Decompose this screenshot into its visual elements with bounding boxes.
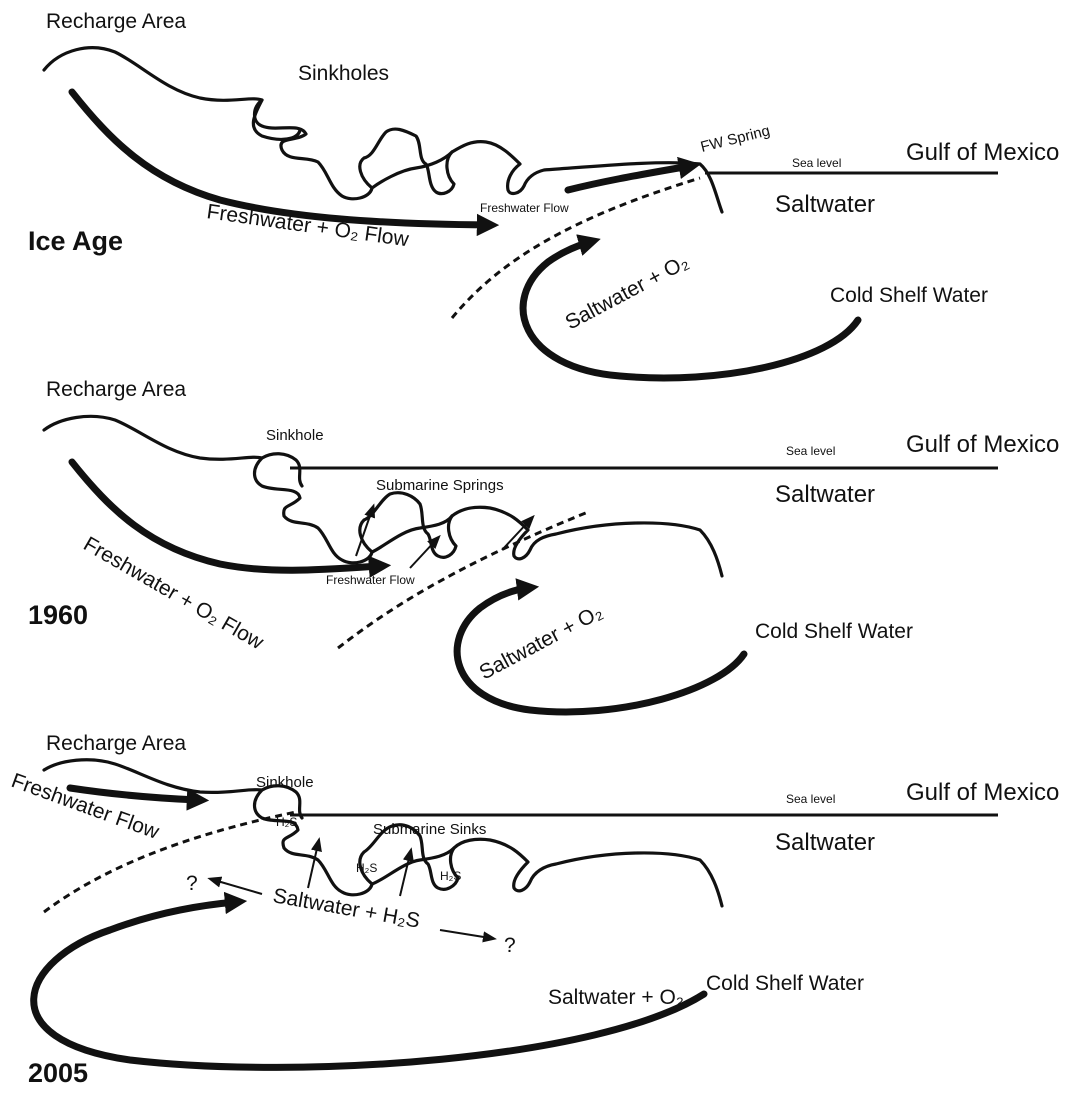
sinkholes-label: Sinkholes — [298, 62, 389, 85]
cold-shelf-water-label: Cold Shelf Water — [755, 620, 913, 643]
submarine-springs-label: Submarine Springs — [376, 477, 504, 494]
panel-1960: Recharge Area Sinkhole Submarine Springs… — [28, 378, 1059, 712]
sea-level-label: Sea level — [786, 792, 835, 806]
recharge-area-label: Recharge Area — [46, 10, 186, 33]
era-label-ice-age: Ice Age — [28, 226, 123, 256]
saltwater-o2-label: Saltwater + O₂ — [476, 600, 607, 684]
sinkhole-1960 — [262, 454, 302, 486]
panel-ice-age: Recharge Area Sinkholes FW Spring Sea le… — [28, 10, 1059, 378]
gulf-of-mexico-label: Gulf of Mexico — [906, 779, 1059, 806]
sinkhole-ice-age — [253, 100, 300, 139]
h2s-label: H₂S — [440, 869, 461, 883]
recharge-area-label: Recharge Area — [46, 378, 186, 401]
h2s-upwelling-arrow — [400, 854, 410, 896]
freshwater-o2-flow-label: Freshwater + O₂ Flow — [205, 200, 411, 251]
gulf-of-mexico-label: Gulf of Mexico — [906, 431, 1059, 458]
sinkhole-1960 — [372, 516, 452, 552]
panel-2005: Recharge Area Sinkhole Submarine Sinks S… — [8, 732, 1059, 1088]
era-label-1960: 1960 — [28, 600, 88, 630]
saltwater-h2s-label: Saltwater + H₂S — [271, 884, 422, 932]
sea-level-label: Sea level — [786, 444, 835, 458]
freshwater-saltwater-interface — [44, 812, 296, 912]
sinkhole-label: Sinkhole — [266, 427, 324, 444]
sinkhole-label: Sinkhole — [256, 774, 314, 791]
recharge-area-label: Recharge Area — [46, 732, 186, 755]
freshwater-flow-label: Freshwater Flow — [8, 769, 162, 844]
unknown-right-label: ? — [504, 934, 516, 957]
cold-shelf-water-label: Cold Shelf Water — [830, 284, 988, 307]
spring-outflow-arrow — [410, 540, 436, 568]
gulf-of-mexico-label: Gulf of Mexico — [906, 139, 1059, 166]
saltwater-circulation-arrow — [34, 902, 704, 1067]
saltwater-o2-label: Saltwater + O₂ — [562, 250, 693, 334]
saltwater-label: Saltwater — [775, 829, 875, 856]
coastline-1960 — [44, 416, 722, 576]
unknown-left-label: ? — [186, 872, 198, 895]
freshwater-flow-label: Freshwater Flow — [480, 201, 569, 215]
saltwater-label: Saltwater — [775, 481, 875, 508]
sinkhole-ice-age — [372, 152, 452, 188]
freshwater-flow-arrow — [568, 166, 690, 190]
submarine-sinks-label: Submarine Sinks — [373, 821, 486, 838]
fw-spring-label: FW Spring — [699, 122, 772, 156]
h2s-label: H₂S — [276, 815, 297, 829]
saltwater-h2s-right-arrow — [440, 930, 490, 938]
saltwater-label: Saltwater — [775, 191, 875, 218]
cold-shelf-water-label: Cold Shelf Water — [706, 972, 864, 995]
freshwater-o2-flow-arrow — [72, 92, 488, 225]
saltwater-h2s-left-arrow — [214, 880, 262, 894]
era-label-2005: 2005 — [28, 1058, 88, 1088]
saltwater-o2-label: Saltwater + O₂ — [548, 986, 684, 1009]
sea-level-label: Sea level — [792, 156, 841, 170]
h2s-upwelling-arrow — [308, 844, 318, 888]
freshwater-flow-label: Freshwater Flow — [326, 573, 415, 587]
h2s-label: H₂S — [356, 861, 377, 875]
